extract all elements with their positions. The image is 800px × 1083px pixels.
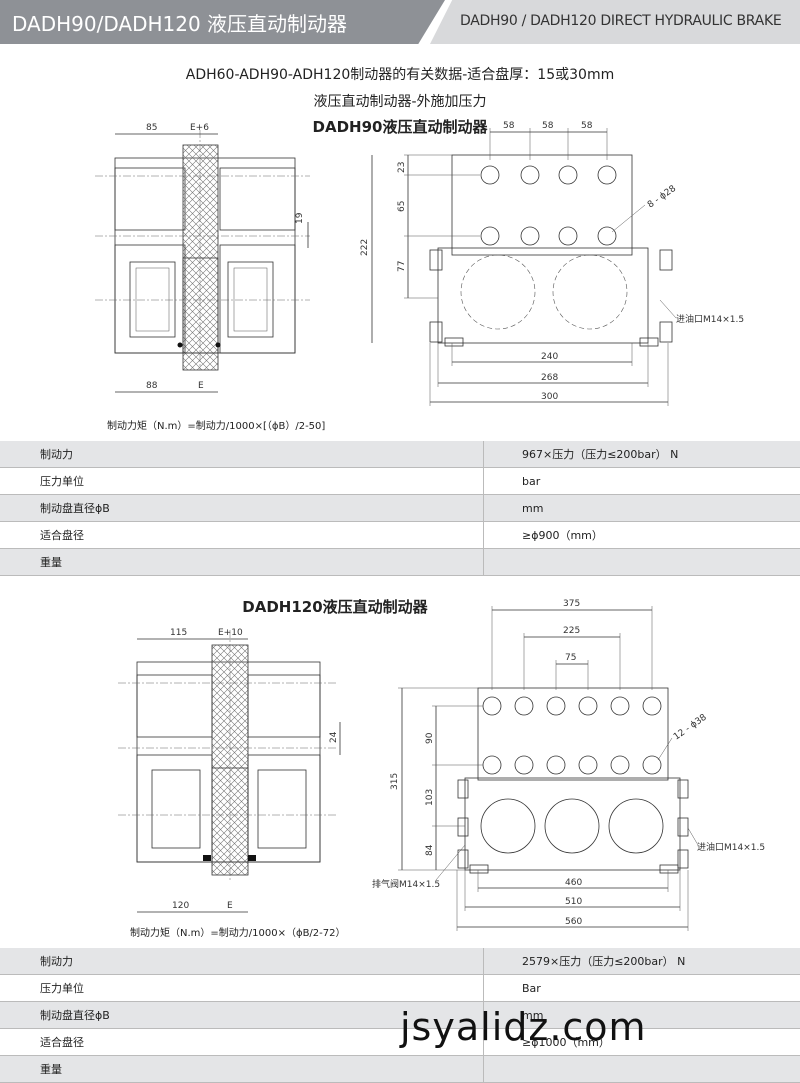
watermark-text: jsyalidz.com (400, 1005, 647, 1049)
spec-label: 重量 (0, 1056, 484, 1083)
dim-e-120: E (227, 901, 233, 911)
spec-label: 重量 (0, 549, 484, 576)
dim-240: 240 (541, 352, 558, 362)
table-row: 适合盘径≥ϕ900（mm） (0, 522, 800, 549)
dim-560: 560 (565, 917, 582, 927)
dim-58b: 58 (542, 121, 554, 131)
spec-value: 967×压力（压力≤200bar） N (484, 441, 800, 468)
spec-label: 制动盘直径ϕB (0, 495, 484, 522)
dim-88: 88 (146, 381, 158, 391)
spec-value: mm (484, 495, 800, 522)
spec-label: 适合盘径 (0, 522, 484, 549)
spec-value: ≥ϕ900（mm） (484, 522, 800, 549)
dim-103: 103 (425, 789, 435, 806)
dadh120-title: DADH120液压直动制动器 (0, 596, 735, 617)
spec-value: Bar (484, 975, 800, 1002)
spec-label: 压力单位 (0, 468, 484, 495)
dim-77: 77 (397, 261, 407, 272)
dim-315: 315 (390, 773, 400, 790)
dim-e6: E+6 (190, 123, 209, 133)
dim-115: 115 (170, 628, 187, 638)
vent-label: 排气阀M14×1.5 (372, 878, 440, 890)
dim-e: E (198, 381, 204, 391)
dim-268: 268 (541, 373, 558, 383)
dim-222: 222 (360, 239, 370, 256)
dadh90-side-view: 85 E+6 19 88 E (95, 123, 310, 392)
dim-120: 120 (172, 901, 189, 911)
spec-value (484, 1056, 800, 1083)
dadh120-front-view: 375 225 75 90 103 84 315 12 - ϕ38 进油口M14… (372, 599, 765, 931)
dadh90-formula: 制动力矩（N.m）=制动力/1000×[（ϕB）/2-50] (107, 417, 325, 432)
holes-label-120: 12 - ϕ38 (672, 712, 709, 742)
dim-510: 510 (565, 897, 582, 907)
spec-value: bar (484, 468, 800, 495)
table-row: 重量 (0, 1056, 800, 1083)
spec-value: 2579×压力（压力≤200bar） N (484, 948, 800, 975)
holes-label: 8 - ϕ28 (646, 184, 678, 211)
dim-300: 300 (541, 392, 558, 402)
inlet-label-120: 进油口M14×1.5 (697, 841, 765, 853)
dim-58a: 58 (503, 121, 515, 131)
spec-label: 压力单位 (0, 975, 484, 1002)
dim-84: 84 (425, 844, 435, 856)
inlet-label: 进油口M14×1.5 (676, 313, 744, 325)
table-row: 重量 (0, 549, 800, 576)
spec-label: 制动力 (0, 441, 484, 468)
dim-90: 90 (425, 732, 435, 744)
dim-23: 23 (397, 162, 407, 173)
dim-e10: E+10 (218, 628, 243, 638)
dim-65: 65 (397, 201, 407, 212)
dim-75: 75 (565, 653, 576, 663)
dadh120-formula: 制动力矩（N.m）=制动力/1000×（ϕB/2-72） (130, 924, 346, 939)
dim-225: 225 (563, 626, 580, 636)
dim-85: 85 (146, 123, 157, 133)
dadh120-side-view: 115 E+10 24 120 E (118, 628, 340, 912)
dim-19: 19 (295, 212, 305, 224)
spec-value (484, 549, 800, 576)
dim-460: 460 (565, 878, 582, 888)
dadh90-front-view: 58 58 58 23 65 77 222 8 - ϕ28 进油口M14×1.5… (360, 121, 744, 406)
dim-24: 24 (329, 731, 339, 743)
spec-label: 制动力 (0, 948, 484, 975)
dim-58c: 58 (581, 121, 593, 131)
